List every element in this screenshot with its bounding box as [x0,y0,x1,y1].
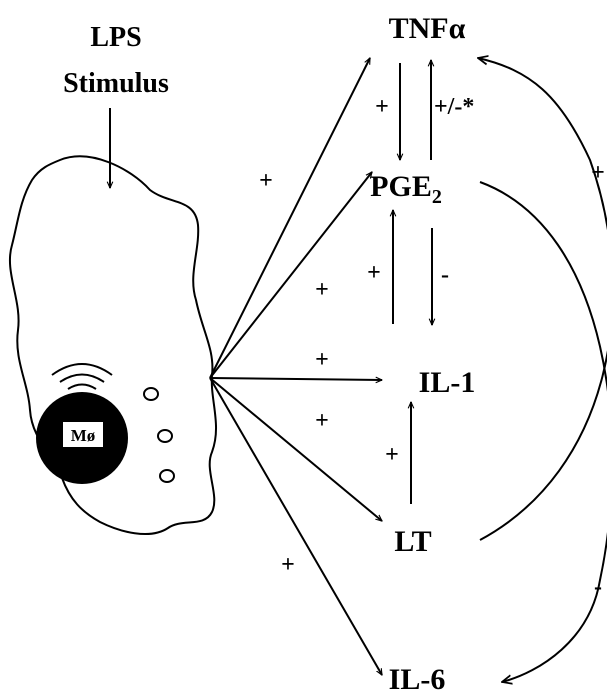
stimulus-label-text: Stimulus [63,68,169,99]
vesicle [144,388,158,400]
vesicle [160,470,174,482]
node-il6: IL-6 [389,663,446,695]
signal-wave-arc-inner [68,385,96,390]
node-pge2-subscript: 2 [432,186,442,208]
signal-wave-arc-middle [60,375,104,383]
arrow-mac-to-il1 [210,378,382,380]
sign-mac-to-lt: + [315,408,329,434]
node-il1: IL-1 [419,366,476,399]
sign-mac-to-pge2: + [315,277,329,303]
stimulus-label-lps: LPS [90,22,141,53]
sign-mac-to-il1: + [315,347,329,373]
node-pge2-text: PGE [370,170,432,203]
arrow-pge2-to-il6 [480,182,607,682]
sign-lt-to-il1: + [385,442,399,468]
macrophage-label: Mø [71,426,96,445]
sign-lt-to-tnf: + [591,160,605,186]
sign-pge2-to-il1: - [441,262,449,288]
sign-mac-to-il6: + [281,552,295,578]
macrophage-cell-outline [10,156,216,534]
arrow-mac-to-lt [210,378,382,521]
vesicle [158,430,172,442]
arrow-mac-to-pge2 [210,172,372,378]
sign-mac-to-tnf: + [259,168,273,194]
sign-tnf-to-pge2: + [375,94,389,120]
sign-pge2-to-il6: - [594,574,602,600]
node-pge2: PGE2 [370,170,442,208]
node-lt: LT [394,525,431,558]
node-tnf-alpha: TNFα [389,12,466,45]
signal-wave-arc-outer [52,364,112,375]
sign-il1-to-pge2: + [367,260,381,286]
arrow-lt-to-tnf [478,58,607,540]
arrow-mac-to-tnf [210,58,370,378]
sign-pge2-to-tnf: +/-* [434,94,474,120]
arrow-mac-to-il6 [210,378,382,675]
